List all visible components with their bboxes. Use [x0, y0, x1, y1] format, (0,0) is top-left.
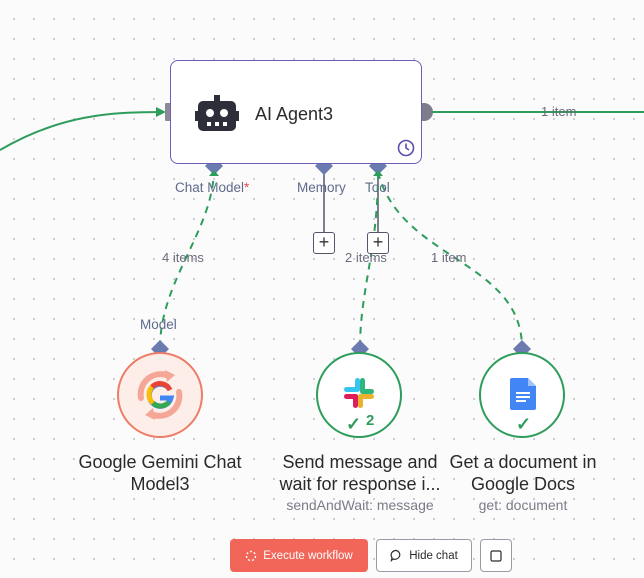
- docs-node[interactable]: ✓: [479, 352, 565, 438]
- square-icon: [490, 549, 502, 562]
- slack-icon: [344, 378, 374, 408]
- gemini-node[interactable]: [117, 352, 203, 438]
- hide-chat-label: Hide chat: [409, 549, 458, 562]
- gemini-node-name: Google Gemini Chat Model3: [78, 452, 242, 494]
- google-gemini-icon: [137, 370, 183, 420]
- execute-label: Execute workflow: [263, 549, 353, 562]
- slack-item-count: 2 items: [345, 250, 387, 265]
- incoming-arrow: [156, 107, 166, 117]
- chat-bubble-icon: [390, 549, 401, 562]
- output-item-count: 1 item: [541, 104, 577, 119]
- add-memory-button[interactable]: +: [313, 232, 335, 254]
- tool-arrow: [373, 170, 383, 176]
- success-check-icon: ✓: [346, 414, 362, 434]
- add-tool-button[interactable]: +: [367, 232, 389, 254]
- clock-icon: [397, 139, 415, 157]
- incoming-connection: [0, 111, 163, 151]
- model-port-label: Model: [140, 317, 177, 332]
- execute-workflow-button[interactable]: Execute workflow: [230, 539, 368, 572]
- spinner-icon: [246, 550, 257, 561]
- run-count: 2: [366, 412, 375, 429]
- chat-model-item-count: 4 items: [162, 250, 204, 265]
- tool-slack-connection: [359, 171, 379, 349]
- tool-port-label: Tool: [365, 180, 390, 195]
- slack-node-name: Send message and wait for response i...: [279, 452, 441, 494]
- slack-node[interactable]: ✓ 2: [316, 352, 402, 438]
- tool-docs-connection: [377, 171, 523, 349]
- agent-title: AI Agent3: [255, 104, 334, 124]
- memory-port-label: Memory: [297, 180, 346, 195]
- chat-model-port-label: Chat Model*: [175, 180, 250, 195]
- docs-node-name: Get a document in Google Docs: [449, 452, 597, 494]
- stop-square-button[interactable]: [480, 539, 512, 572]
- google-docs-icon: [510, 378, 536, 410]
- success-check-icon: ✓: [516, 414, 532, 434]
- ai-agent-node[interactable]: AI Agent3: [170, 60, 422, 164]
- slack-node-subtitle: sendAndWait: message: [286, 497, 434, 513]
- docs-node-subtitle: get: document: [478, 497, 568, 513]
- hide-chat-button[interactable]: Hide chat: [376, 539, 472, 572]
- docs-item-count: 1 item: [431, 250, 467, 265]
- chat-model-connection: [159, 167, 215, 349]
- chat-model-arrow: [209, 170, 219, 176]
- robot-icon: [195, 95, 239, 131]
